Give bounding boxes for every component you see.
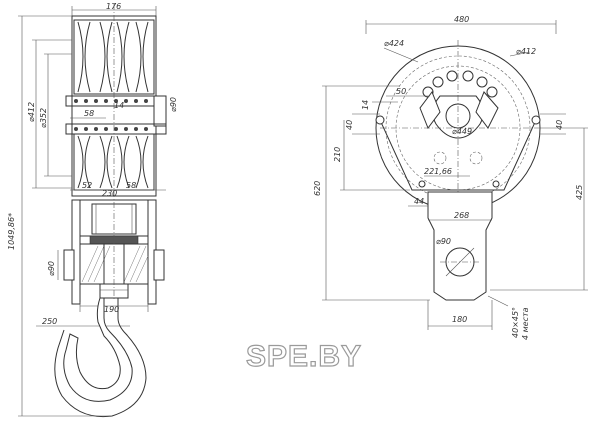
dim-425: 425 [575,185,584,200]
dim-diameter-412: ⌀412 [27,102,36,122]
dim-44: 44 [414,197,424,206]
dim-pin-diameter-90-upper: ⌀90 [169,97,178,112]
dim-width-230: 230 [102,189,117,198]
watermark: SPE.BY [246,340,362,373]
dim-top-width: 176 [106,2,121,11]
dim-14: 14 [361,100,370,110]
dim-40-right: 40 [555,120,564,130]
dim-50: 50 [396,87,406,96]
hook [63,297,133,402]
chamfer-places: 4 места [521,307,530,340]
front-view: 176 62 62 14 58 ⌀90 [7,2,178,418]
dim-width-58-upper: 58 [84,109,94,118]
dim-hook-width-190: 190 [104,305,119,314]
dim-diameter-352: ⌀352 [39,108,48,128]
dim-620: 620 [313,181,322,196]
dim-hook-offset-250: 250 [42,317,57,326]
dim-40-left: 40 [345,120,354,130]
dim-overall-width: 480 [454,15,469,24]
dim-diameter-412: ⌀412 [516,47,536,56]
dim-width-58-lower: 58 [126,181,136,190]
dim-268: 268 [454,211,469,220]
dim-total-height: 1049,86* [7,213,16,250]
dim-diameter-424: ⌀424 [384,39,404,48]
bottom-plate [427,191,493,301]
dim-diameter-449: ⌀449 [452,127,472,136]
dim-width-52: 52 [82,181,92,190]
dim-gap-14: 14 [114,101,124,110]
dim-hole-diameter-90: ⌀90 [436,237,451,246]
side-view: 480 ⌀424 ⌀412 ⌀449 [313,15,588,340]
dim-210: 210 [333,147,342,162]
dim-pin-diameter-90-lower: ⌀90 [47,261,56,276]
chamfer-note: 40×45° [511,307,520,338]
dim-bottom-width-180: 180 [452,315,467,324]
dim-221-66: 221,66 [424,167,452,176]
